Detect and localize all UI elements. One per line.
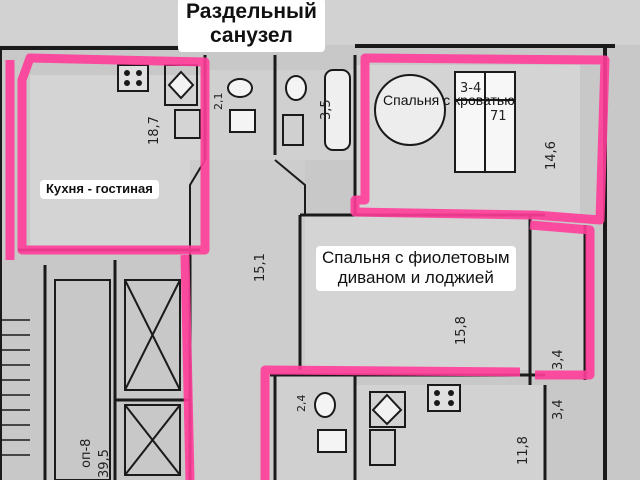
shaft-highlight: [180, 254, 195, 480]
sink-cabinet-2-icon: [369, 391, 406, 428]
area-loggia-a: 3,4: [551, 349, 566, 370]
kitchen-highlight: [17, 53, 210, 255]
sink-icon: [167, 70, 195, 100]
side-code: оп-8: [79, 439, 94, 468]
bedroom-bed-highlight: [350, 53, 610, 225]
area-kitchen: 18,7: [147, 116, 162, 145]
label-kitchen: Кухня - гостиная: [40, 180, 159, 199]
toilet-icon: [227, 78, 253, 98]
burners: [124, 70, 454, 406]
neighbor-room-icon: [54, 279, 111, 480]
bath2-floor: [275, 375, 355, 480]
loggia-highlight: [529, 220, 595, 380]
stove-icon: [117, 64, 149, 92]
washbasin-2-icon: [317, 429, 347, 453]
apt-code: 3-4: [460, 81, 481, 96]
round-bed-icon: [374, 74, 446, 146]
area-bedroom-bed: 14,6: [544, 141, 559, 170]
bathtub-icon: [324, 69, 351, 151]
area-hall: 15,1: [253, 253, 268, 282]
washbasin-icon: [229, 109, 256, 133]
area-toilet: 2,1: [212, 93, 225, 111]
fridge-2-icon: [369, 429, 396, 466]
bedroom-sofa-highlight: [260, 365, 521, 480]
bedroom-sofa-floor: [305, 215, 530, 370]
sink-2-icon: [371, 393, 403, 426]
apt-area: 71: [490, 109, 507, 124]
stairs: [0, 319, 30, 456]
stove-2-icon: [427, 384, 461, 412]
area-bath: 3,5: [319, 99, 334, 120]
label-bedroom-sofa: Спальня с фиолетовым диваном и лоджией: [316, 246, 516, 292]
elevator-shafts: [124, 279, 181, 476]
label-bathroom: Раздельный санузел: [178, 0, 325, 53]
area-bath2: 2,4: [295, 395, 308, 413]
area-loggia-b: 3,4: [551, 399, 566, 420]
area-kitchen2: 11,8: [516, 436, 531, 465]
fridge-icon: [174, 109, 201, 139]
toilet-2-icon: [285, 75, 307, 101]
area-neighbor: 39,5: [97, 449, 112, 478]
toilet-3-icon: [314, 392, 336, 418]
kitchen-floor: [30, 75, 205, 250]
shower-icon: [282, 114, 304, 146]
loggia-floor: [530, 225, 585, 375]
area-bedroom-sofa: 15,8: [454, 316, 469, 345]
highlight-outlines: [5, 53, 610, 480]
fixtures: [54, 64, 516, 480]
hall-outline: [189, 159, 306, 255]
label-bedroom-bed: Спальня с кроватью: [383, 92, 515, 108]
area-values: 18,7 2,1 3,5 14,6 15,1 15,8 3,4 3,4 2,4 …: [79, 81, 566, 478]
